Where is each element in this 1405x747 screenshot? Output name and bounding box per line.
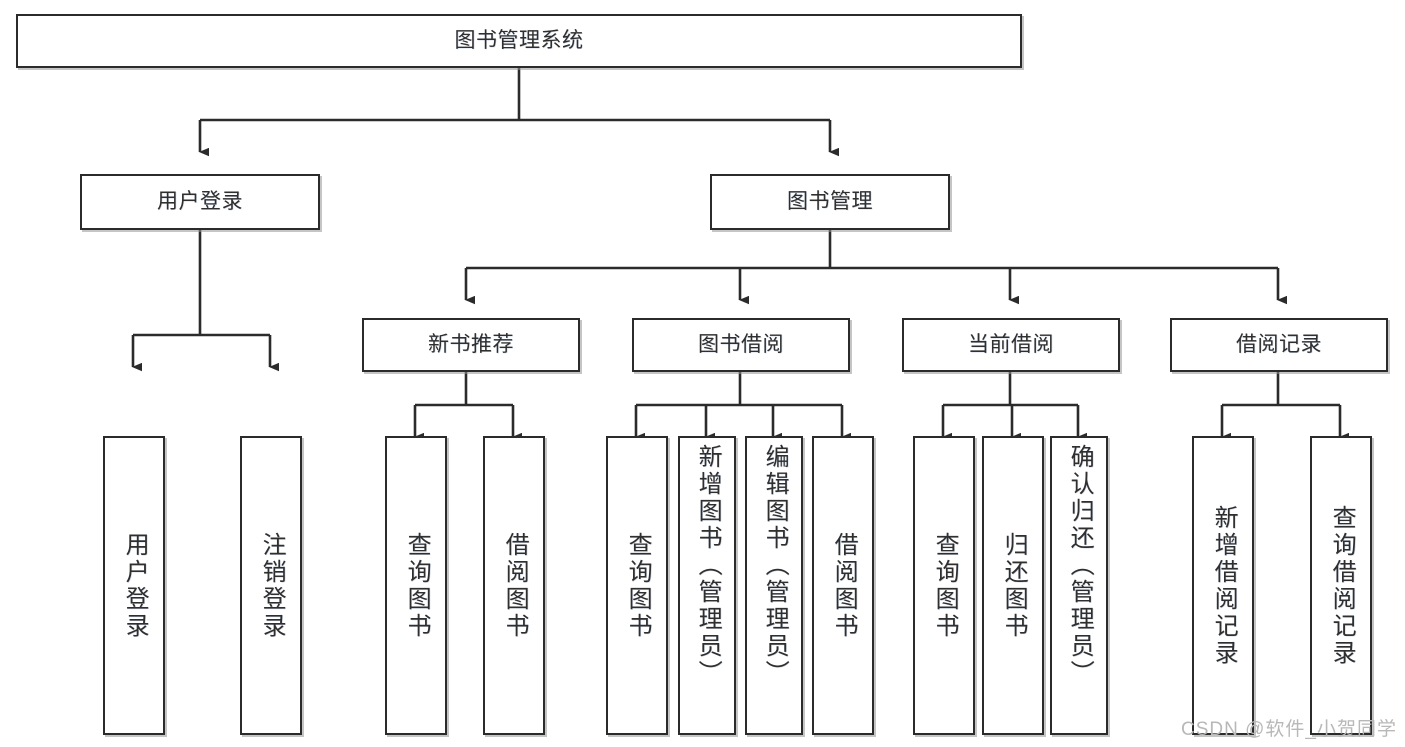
node-leaf-borrow-book-recommend-label: 借阅图书 [501,531,529,640]
node-leaf-query-book-borrow[interactable]: 查询图书 [606,436,668,735]
node-leaf-user-login[interactable]: 用户登录 [103,436,165,735]
node-leaf-query-borrow-record[interactable]: 查询借阅记录 [1310,436,1372,735]
node-book-management[interactable]: 图书管理 [710,174,950,230]
node-book-management-label: 图书管理 [787,190,873,214]
node-leaf-user-login-label: 用户登录 [121,531,149,640]
node-leaf-logout-login-label: 注销登录 [258,531,286,640]
node-leaf-return-book-label: 归还图书 [1000,531,1028,640]
node-leaf-add-book-admin-label: 新增图书（管理员） [694,444,722,687]
node-leaf-return-book[interactable]: 归还图书 [982,436,1044,735]
node-leaf-query-book-recommend-label: 查询图书 [403,531,431,640]
node-borrow-records-label: 借阅记录 [1236,333,1322,357]
node-book-borrow[interactable]: 图书借阅 [632,318,850,372]
node-current-borrow[interactable]: 当前借阅 [902,318,1120,372]
node-leaf-add-borrow-record[interactable]: 新增借阅记录 [1192,436,1254,735]
node-book-borrow-label: 图书借阅 [698,333,784,357]
node-leaf-borrow-book-label: 借阅图书 [830,531,858,640]
node-leaf-query-book-recommend[interactable]: 查询图书 [385,436,447,735]
node-leaf-edit-book-admin-label: 编辑图书（管理员） [761,444,789,687]
node-new-book-recommend-label: 新书推荐 [428,333,514,357]
node-leaf-query-book-borrow-label: 查询图书 [624,531,652,640]
node-leaf-query-borrow-record-label: 查询借阅记录 [1328,504,1356,667]
node-leaf-borrow-book-recommend[interactable]: 借阅图书 [483,436,545,735]
node-leaf-edit-book-admin[interactable]: 编辑图书（管理员） [745,436,803,735]
node-leaf-query-book-current[interactable]: 查询图书 [913,436,975,735]
node-user-login-label: 用户登录 [157,190,243,214]
node-root-label: 图书管理系统 [454,29,584,53]
node-leaf-logout-login[interactable]: 注销登录 [240,436,302,735]
node-leaf-add-book-admin[interactable]: 新增图书（管理员） [678,436,736,735]
node-root-book-management-system[interactable]: 图书管理系统 [16,14,1022,68]
node-leaf-query-book-current-label: 查询图书 [931,531,959,640]
node-borrow-records[interactable]: 借阅记录 [1170,318,1388,372]
node-new-book-recommend[interactable]: 新书推荐 [362,318,580,372]
node-leaf-add-borrow-record-label: 新增借阅记录 [1210,504,1238,667]
node-user-login[interactable]: 用户登录 [80,174,320,230]
node-leaf-confirm-return-admin[interactable]: 确认归还（管理员） [1050,436,1108,735]
node-leaf-borrow-book[interactable]: 借阅图书 [812,436,874,735]
node-leaf-confirm-return-admin-label: 确认归还（管理员） [1066,444,1094,687]
node-current-borrow-label: 当前借阅 [968,333,1054,357]
